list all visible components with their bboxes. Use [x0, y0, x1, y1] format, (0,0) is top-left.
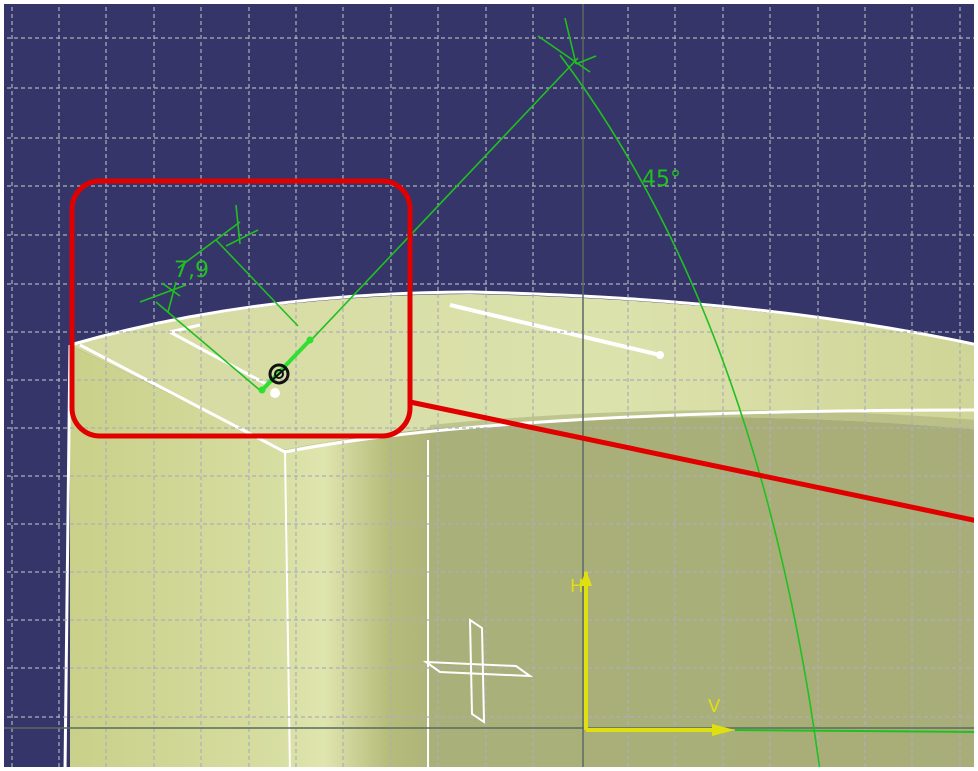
sketch-point[interactable] [306, 336, 314, 344]
v-axis-label: V [708, 696, 721, 717]
highlight-callout-leader [409, 399, 978, 524]
sketch-axes [580, 570, 978, 736]
length-dimension-label[interactable]: 7,9 [174, 258, 209, 283]
highlight-callout-box [69, 178, 413, 439]
h-axis-label: H [570, 576, 584, 597]
part-edges [63, 290, 978, 771]
pointer-target-icon [268, 363, 290, 385]
compass-cross-icon[interactable] [422, 618, 534, 724]
edge-point [656, 351, 664, 359]
v-axis-arrow [712, 724, 735, 736]
selected-sketch-line[interactable] [260, 338, 312, 392]
h-axis-arrow [580, 570, 592, 586]
part-shaded-region [430, 410, 978, 771]
edge-point [270, 388, 280, 398]
angle-dimension-label[interactable]: 45° [642, 167, 681, 192]
sketch-dimensions [139, 17, 821, 771]
sketch-point[interactable] [258, 386, 266, 394]
